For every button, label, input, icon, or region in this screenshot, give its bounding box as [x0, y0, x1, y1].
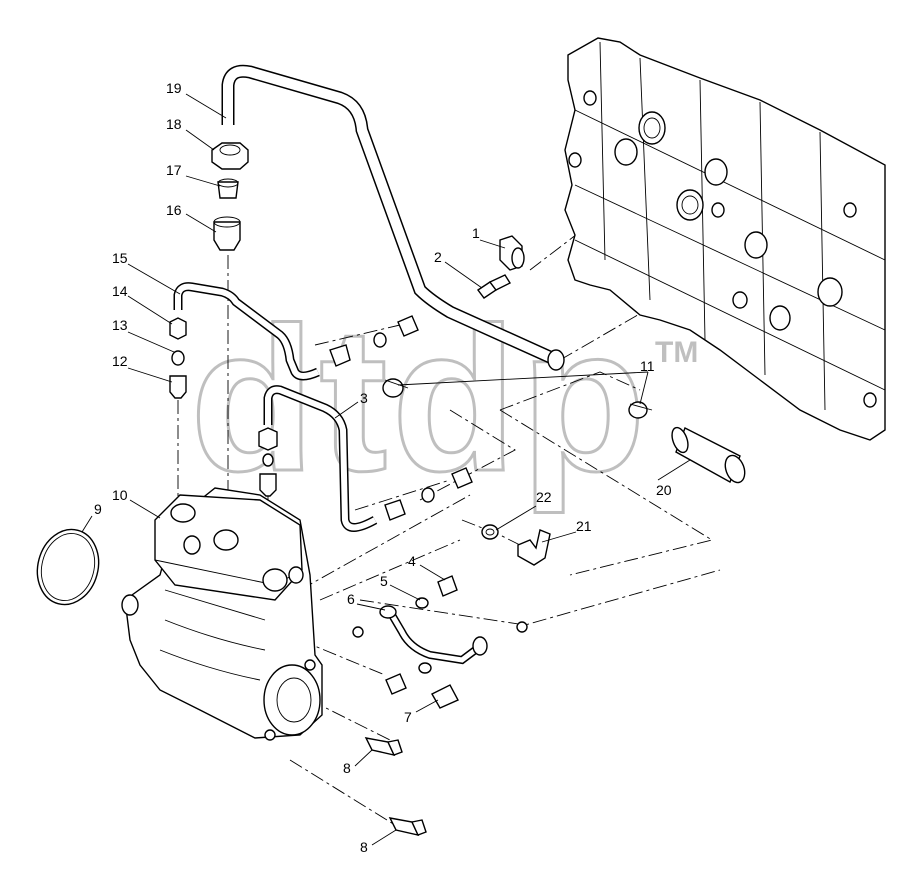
callout-18: 18	[166, 116, 182, 132]
callout-labels: 1 2 3 4 5 6 7 8 8 9 10 11 12 13 14 15 16…	[94, 80, 672, 855]
callout-21: 21	[576, 518, 592, 534]
callout-12: 12	[112, 353, 128, 369]
leader-lines	[81, 93, 691, 846]
pipe-3	[263, 385, 378, 532]
callout-14: 14	[112, 283, 128, 299]
pipe-long	[221, 64, 565, 371]
callout-2: 2	[434, 249, 442, 265]
engine-block	[564, 37, 886, 441]
pipe-6	[379, 605, 488, 665]
callout-8a: 8	[343, 760, 351, 776]
watermark-trademark: TM	[655, 336, 698, 369]
callout-15: 15	[112, 250, 128, 266]
callout-19: 19	[166, 80, 182, 96]
callout-16: 16	[166, 202, 182, 218]
hose-20	[671, 426, 746, 484]
callout-5: 5	[380, 573, 388, 589]
callout-8b: 8	[360, 839, 368, 855]
o-ring	[36, 528, 100, 606]
callout-17: 17	[166, 162, 182, 178]
callout-10: 10	[112, 487, 128, 503]
pipe-15	[173, 282, 320, 381]
air-compressor	[121, 487, 323, 741]
callout-13: 13	[112, 317, 128, 333]
callout-3: 3	[360, 390, 368, 406]
callout-20: 20	[656, 482, 672, 498]
callout-7: 7	[404, 709, 412, 725]
callout-9: 9	[94, 501, 102, 517]
callout-22: 22	[536, 489, 552, 505]
callout-4: 4	[408, 553, 416, 569]
callout-1: 1	[472, 225, 480, 241]
callout-6: 6	[347, 591, 355, 607]
center-lines	[177, 227, 721, 826]
small-parts	[169, 142, 653, 836]
callout-11: 11	[640, 358, 655, 374]
